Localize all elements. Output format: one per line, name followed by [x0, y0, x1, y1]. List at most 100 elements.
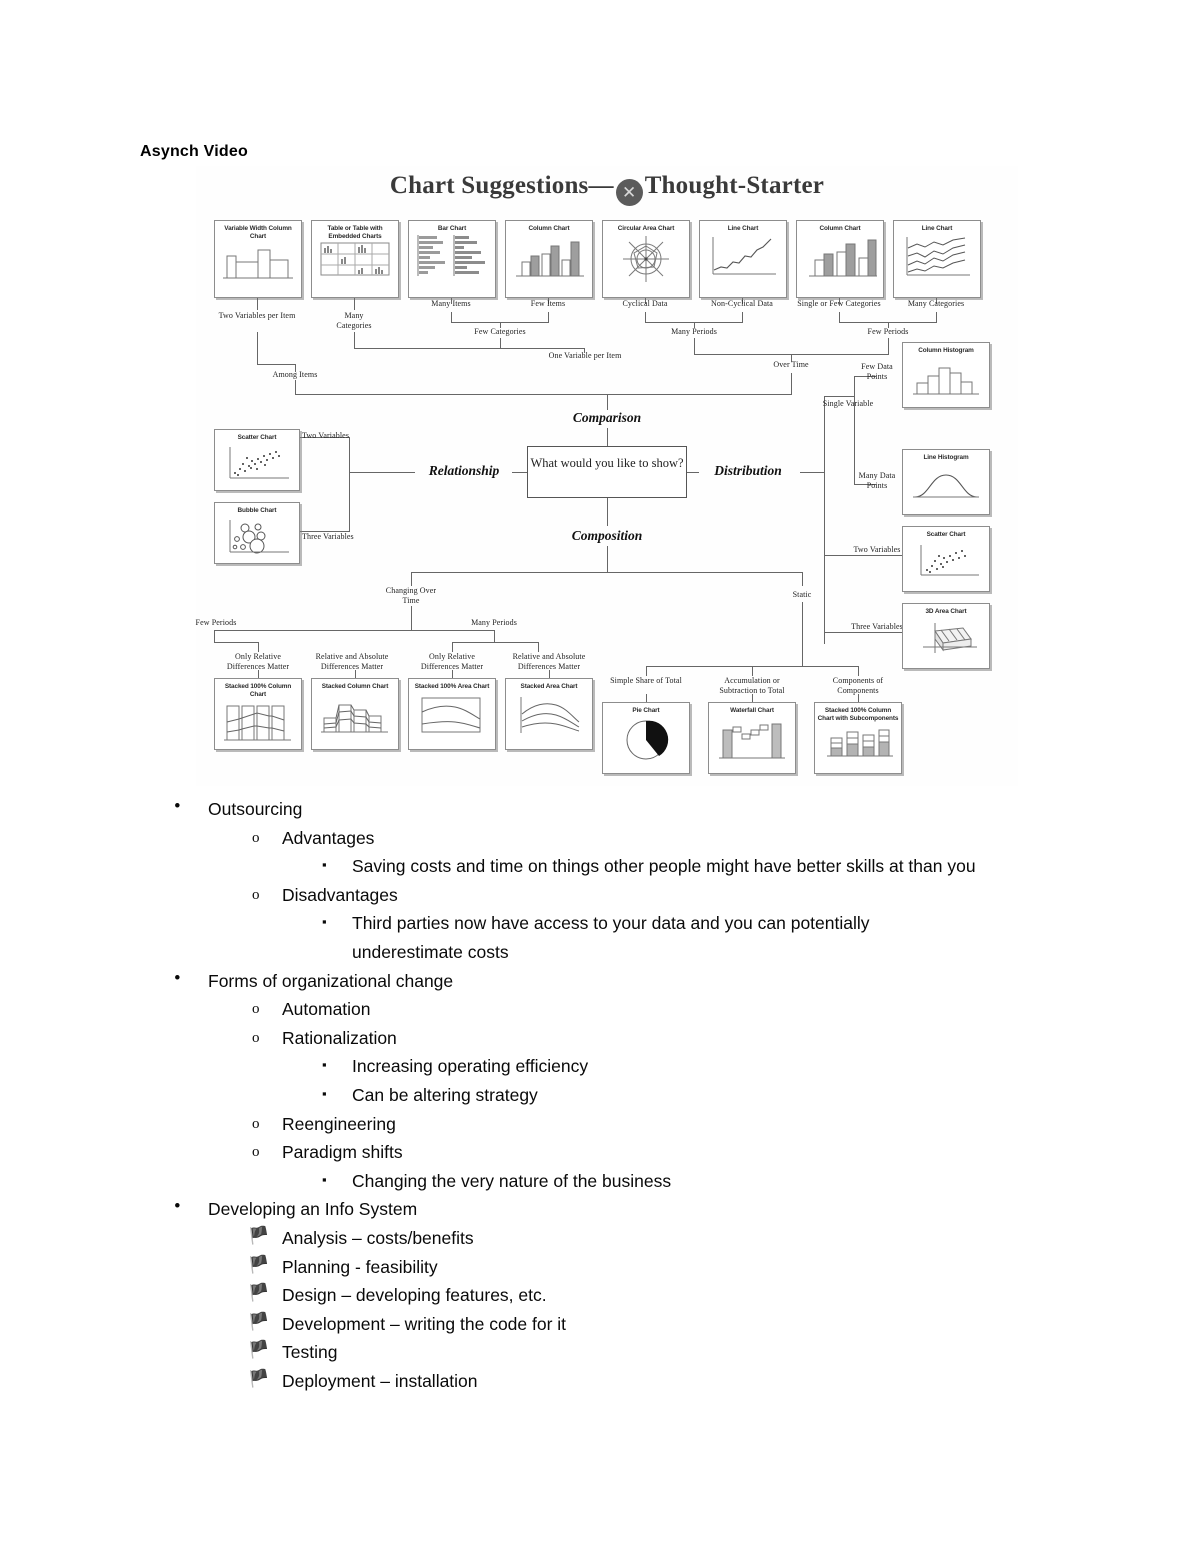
bullet-icon: ▪	[322, 1057, 327, 1073]
label-only-relative-1: Only Relative Differences Matter	[226, 652, 290, 671]
connector	[687, 472, 699, 473]
label-two-variables-relationship: Two Variables	[302, 431, 350, 440]
connector	[694, 338, 695, 354]
center-question-text: What would you like to show?	[530, 456, 684, 470]
chart-card-column-grouped[interactable]: Column Chart	[796, 220, 884, 298]
chart-card-scatter-relationship[interactable]: Scatter Chart	[214, 429, 300, 491]
chart-card-pie[interactable]: Pie Chart	[602, 702, 690, 774]
chart-card-stacked-column[interactable]: Stacked Column Chart	[311, 678, 399, 750]
flag-bullet-icon: 🏴	[248, 1225, 270, 1245]
connector	[742, 312, 743, 322]
list-item-text: Paradigm shifts	[282, 1142, 403, 1163]
chart-card-waterfall[interactable]: Waterfall Chart	[708, 702, 796, 774]
label-two-variables-distribution: Two Variables	[853, 545, 901, 554]
chart-card-line-histogram[interactable]: Line Histogram	[902, 449, 990, 515]
chart-card-3d-area[interactable]: 3D Area Chart	[902, 603, 990, 669]
card-caption: Column Chart	[528, 225, 570, 232]
chart-card-column[interactable]: Column Chart	[505, 220, 593, 298]
chart-card-line-multi[interactable]: Line Chart	[893, 220, 981, 298]
chart-card-bar[interactable]: Bar Chart	[408, 220, 496, 298]
chart-card-scatter-distribution[interactable]: Scatter Chart	[902, 526, 990, 592]
bullet-icon: ▪	[322, 857, 327, 873]
bubble-chart-icon	[229, 520, 289, 554]
bullet-icon: •	[174, 967, 181, 989]
list-item-text: Reengineering	[282, 1113, 396, 1134]
list-item: 🏴Planning - feasibility	[0, 1253, 1200, 1282]
label-accumulation: Accumulation or Subtraction to Total	[719, 676, 785, 695]
chart-card-stacked-100-subcomponents[interactable]: Stacked 100% Column Chart with Subcompon…	[814, 702, 902, 774]
chart-card-table-embedded[interactable]: Table or Table with Embedded Charts	[311, 220, 399, 298]
chart-card-line[interactable]: Line Chart	[699, 220, 787, 298]
label-few-categories: Few Categories	[474, 327, 526, 336]
chart-card-stacked-area[interactable]: Stacked Area Chart	[505, 678, 593, 750]
label-two-variables-per-item: Two Variables per Item	[218, 311, 296, 320]
card-caption: Bubble Chart	[237, 507, 277, 514]
connector	[936, 312, 937, 322]
label-single-variable: Single Variable	[822, 399, 874, 408]
chart-card-circular-area[interactable]: Circular Area Chart	[602, 220, 690, 298]
card-caption: 3D Area Chart	[925, 608, 967, 615]
connector	[858, 694, 859, 702]
bullet-icon: ▪	[322, 914, 327, 930]
connector	[257, 298, 258, 310]
scatter-chart-icon	[229, 447, 289, 479]
connector	[802, 572, 803, 586]
column-chart-grouped-icon	[809, 239, 877, 277]
connector	[299, 437, 350, 438]
connector	[791, 373, 792, 394]
bullet-icon: o	[252, 1115, 260, 1132]
connector	[694, 322, 695, 328]
chart-card-stacked-100-column[interactable]: Stacked 100% Column Chart	[214, 678, 302, 750]
list-item-continuation: underestimate costs	[0, 938, 1200, 967]
connector	[355, 670, 356, 678]
stacked-column-chart-icon	[321, 704, 388, 733]
chart-card-bubble[interactable]: Bubble Chart	[214, 502, 300, 564]
card-caption: Line Chart	[727, 225, 759, 232]
list-item-text: Deployment – installation	[282, 1370, 478, 1391]
chart-card-variable-width-column[interactable]: Variable Width Column Chart	[214, 220, 302, 298]
connector	[538, 642, 539, 652]
chart-card-stacked-100-area[interactable]: Stacked 100% Area Chart	[408, 678, 496, 750]
bullet-icon: •	[174, 1196, 181, 1218]
list-item: ▪Changing the very nature of the busines…	[0, 1167, 1200, 1196]
list-item: o Reengineering	[0, 1110, 1200, 1139]
label-simple-share: Simple Share of Total	[610, 676, 682, 685]
list-item-text: Outsourcing	[208, 799, 303, 819]
connector	[888, 338, 889, 354]
connector	[452, 642, 538, 643]
connector	[214, 630, 215, 642]
flag-bullet-icon: 🏴	[248, 1340, 270, 1360]
list-item-text: Changing the very nature of the business	[352, 1170, 672, 1191]
connector	[548, 312, 549, 322]
card-caption: Stacked 100% Area Chart	[414, 683, 490, 690]
list-item: 🏴Design – developing features, etc.	[0, 1281, 1200, 1310]
list-item: • Developing an Info System	[0, 1195, 1200, 1224]
chart-card-column-histogram[interactable]: Column Histogram	[902, 342, 990, 408]
connector	[214, 642, 258, 643]
flag-bullet-icon: 🏴	[248, 1311, 270, 1331]
list-item-text: Planning - feasibility	[282, 1256, 438, 1277]
list-item-text: Developing an Info System	[208, 1199, 418, 1220]
card-caption: Stacked 100% Column Chart	[224, 683, 292, 698]
list-item-text: Increasing operating efficiency	[352, 1056, 589, 1077]
card-caption: Stacked Column Chart	[321, 683, 389, 690]
card-caption: Scatter Chart	[237, 434, 277, 441]
list-item: ▪ Increasing operating efficiency	[0, 1052, 1200, 1081]
label-among-items: Among Items	[272, 370, 318, 379]
label-few-periods-composition: Few Periods	[195, 618, 237, 627]
card-caption: Circular Area Chart	[617, 225, 675, 232]
stacked-area-chart-icon	[520, 697, 580, 733]
connector	[214, 630, 494, 631]
stacked-100-column-chart-icon	[224, 705, 291, 741]
connector	[500, 322, 501, 328]
connector	[257, 364, 295, 365]
connector	[752, 694, 753, 702]
connector	[584, 348, 585, 353]
label-three-variables-relationship: Three Variables	[302, 532, 354, 541]
label-changing-over-time: Changing Over Time	[385, 586, 437, 605]
